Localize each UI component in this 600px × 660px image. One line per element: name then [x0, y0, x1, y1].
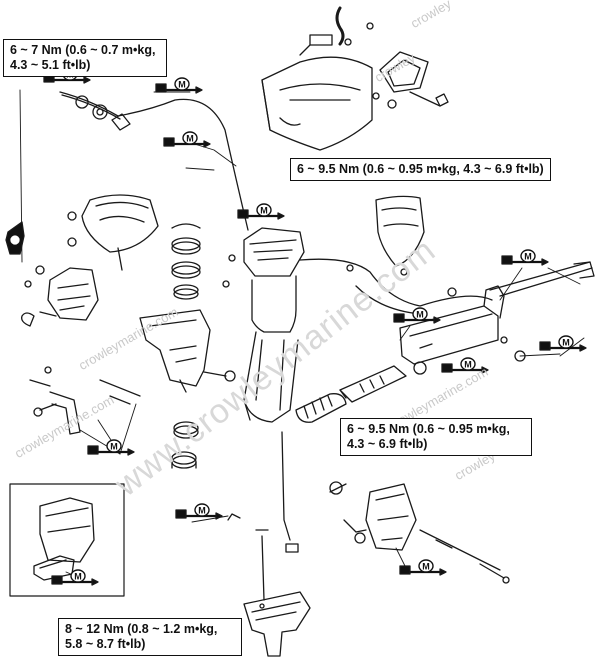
svg-text:M: M [260, 206, 268, 216]
throttle-cable [59, 91, 249, 231]
clamp-bracket-left [21, 265, 99, 327]
swivel-bracket [139, 309, 236, 393]
torque-spec-bottom-left: 8 ~ 12 Nm (0.8 ~ 1.2 m•kg, 5.8 ~ 8.7 ft•… [58, 618, 242, 656]
svg-text:M: M [110, 442, 118, 452]
top-cowling-bracket [261, 6, 374, 151]
svg-text:M: M [562, 338, 570, 348]
clamp-bracket-cover [67, 194, 159, 271]
inset-detail-box [9, 483, 125, 597]
lubricant-badge: M [163, 131, 211, 148]
svg-text:M: M [524, 252, 532, 262]
lubricant-badge: M [539, 335, 587, 352]
svg-text:M: M [74, 572, 82, 582]
svg-text:M: M [464, 360, 472, 370]
side-cover-right [375, 195, 425, 276]
torque-spec-upper-right: 6 ~ 9.5 Nm (0.6 ~ 0.95 m•kg, 4.3 ~ 6.9 f… [290, 158, 551, 181]
grease-gun-icon [5, 221, 25, 255]
steering-bracket-top-right [372, 51, 449, 109]
shift-rod [227, 431, 299, 601]
clamp-bracket-right [329, 481, 510, 584]
upper-casing [222, 227, 305, 423]
svg-text:M: M [416, 310, 424, 320]
throttle-grip [295, 393, 347, 423]
lubricant-badge: M [155, 77, 203, 94]
rubber-mount-rings [171, 223, 201, 300]
torque-spec-middle-right: 6 ~ 9.5 Nm (0.6 ~ 0.95 m•kg, 4.3 ~ 6.9 f… [340, 418, 532, 456]
svg-text:M: M [422, 562, 430, 572]
lubricant-badge: M [87, 439, 135, 456]
lubricant-badges: MMMMMMMMMMMM [43, 67, 587, 586]
svg-text:M: M [186, 134, 194, 144]
lubricant-badge: M [51, 569, 99, 586]
lubricant-badge: M [393, 307, 441, 324]
lubricant-badge: M [441, 357, 489, 374]
lubricant-badge: M [237, 203, 285, 220]
tilt-lever [29, 366, 141, 435]
lower-unit [243, 591, 311, 657]
steering-handle [339, 261, 595, 403]
lower-mount-rings [171, 421, 199, 469]
svg-text:M: M [198, 506, 206, 516]
lubricant-badge: M [399, 559, 447, 576]
torque-spec-top-left: 6 ~ 7 Nm (0.6 ~ 0.7 m•kg, 4.3 ~ 5.1 ft•l… [3, 39, 167, 77]
lubricant-badge: M [501, 249, 549, 266]
lubricant-badge: M [175, 503, 223, 520]
svg-text:M: M [178, 80, 186, 90]
